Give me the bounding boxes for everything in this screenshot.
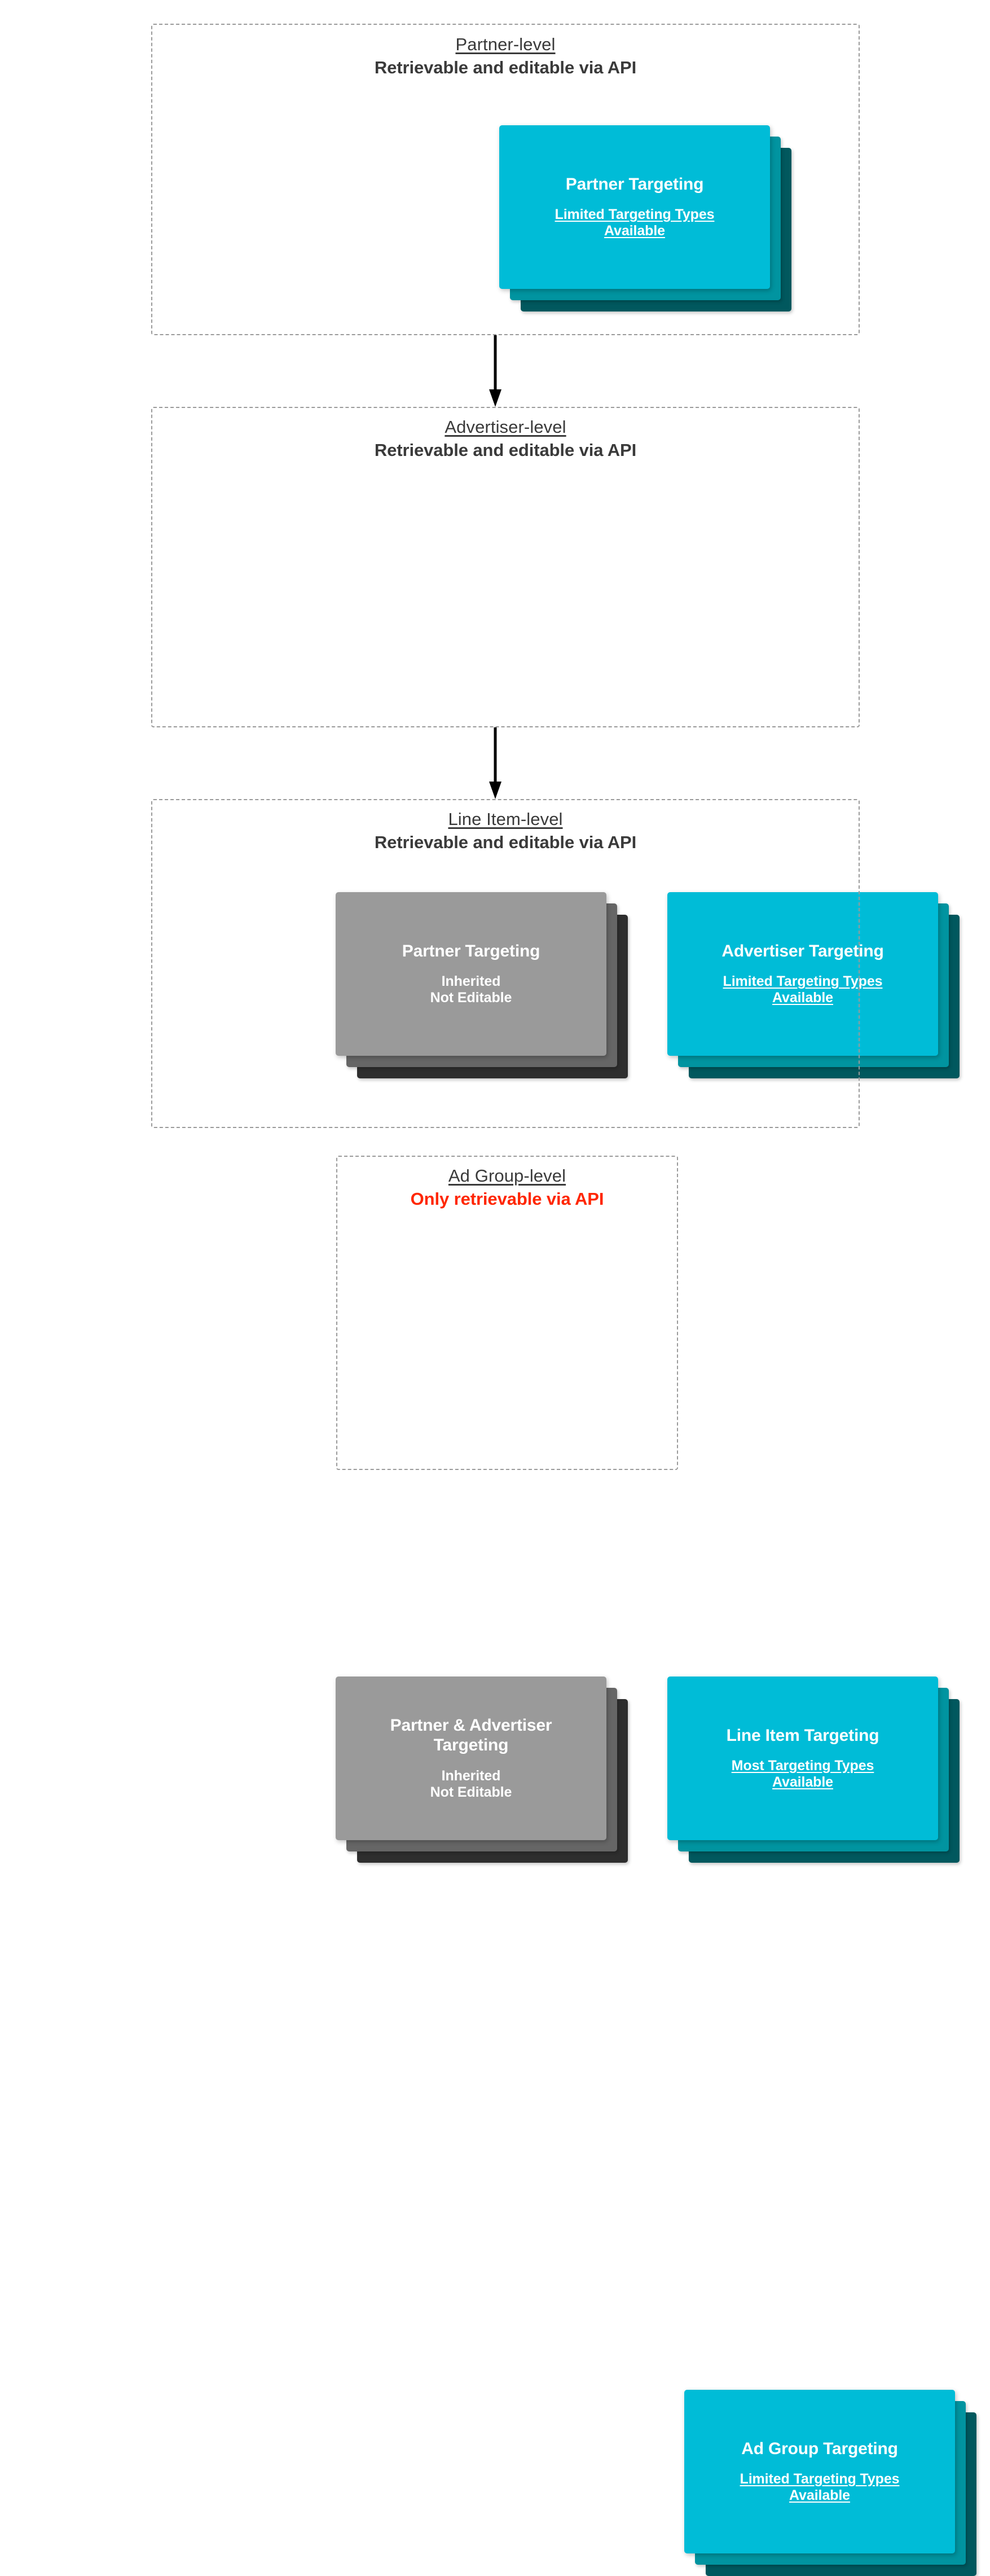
level-heading-ad-group: Ad Group-level Only retrievable via API [337, 1165, 677, 1210]
level-heading-advertiser: Advertiser-level Retrievable and editabl… [152, 416, 859, 461]
card-note-line-1: Limited Targeting Types [740, 2471, 900, 2487]
card-title-advertiser-targeting: Advertiser Targeting [721, 941, 884, 960]
level-subtitle-partner: Retrievable and editable via API [374, 57, 637, 77]
card-note-ad-group-targeting: Limited Targeting Types Available [740, 2471, 900, 2504]
card-note-partner-advertiser-targeting: Inherited Not Editable [430, 1768, 512, 1801]
level-title-ad-group: Ad Group-level [448, 1166, 566, 1186]
card-stack-line-item-targeting[interactable]: Line Item Targeting Most Targeting Types… [667, 1677, 960, 1863]
card-note-line-2: Available [789, 2487, 850, 2504]
card-title-line-1: Partner & Advertiser [390, 1716, 552, 1735]
card-layer-front[interactable]: Partner & Advertiser Targeting Inherited… [336, 1677, 606, 1840]
level-container-ad-group: Ad Group-level Only retrievable via API … [336, 1156, 976, 2576]
card-layer-front[interactable]: Line Item Targeting Most Targeting Types… [667, 1677, 938, 1840]
card-note-line-1: Limited Targeting Types [723, 973, 883, 990]
card-title-partner-targeting-inherited: Partner Targeting [402, 941, 540, 960]
level-container-partner: Partner-level Retrievable and editable v… [151, 24, 860, 335]
level-subtitle-line-item: Retrievable and editable via API [374, 832, 637, 852]
card-stack-ad-group-targeting[interactable]: Ad Group Targeting Limited Targeting Typ… [684, 2390, 976, 2576]
level-title-partner: Partner-level [455, 34, 556, 54]
card-note-line-2: Available [604, 223, 665, 239]
card-note-partner-targeting: Limited Targeting Types Available [555, 207, 715, 239]
card-title-line-2: Targeting [433, 1736, 509, 1754]
card-title-partner-targeting: Partner Targeting [565, 174, 704, 194]
level-heading-partner: Partner-level Retrievable and editable v… [152, 34, 859, 78]
level-heading-line-item: Line Item-level Retrievable and editable… [152, 809, 859, 853]
card-note-line-1: Inherited [441, 1767, 501, 1784]
card-title-partner-advertiser-targeting: Partner & Advertiser Targeting [390, 1716, 552, 1756]
level-subtitle-advertiser: Retrievable and editable via API [374, 440, 637, 460]
level-title-advertiser: Advertiser-level [445, 417, 566, 437]
card-stack-advertiser-targeting[interactable]: Advertiser Targeting Limited Targeting T… [667, 892, 960, 1078]
card-layer-front[interactable]: Partner Targeting Inherited Not Editable [336, 892, 606, 1056]
card-layer-front[interactable]: Partner Targeting Limited Targeting Type… [499, 125, 770, 289]
level-title-line-item: Line Item-level [448, 809, 563, 829]
level-subtitle-ad-group: Only retrievable via API [410, 1188, 604, 1209]
card-note-line-2: Available [772, 1774, 833, 1791]
card-stack-partner-advertiser-targeting-inherited[interactable]: Partner & Advertiser Targeting Inherited… [336, 1677, 628, 1863]
card-title-ad-group-targeting: Ad Group Targeting [741, 2439, 898, 2458]
card-stack-partner-targeting[interactable]: Partner Targeting Limited Targeting Type… [499, 125, 791, 311]
arrow-partner-to-advertiser [489, 335, 501, 407]
level-container-line-item: Line Item-level Retrievable and editable… [151, 799, 960, 1863]
card-note-line-2: Not Editable [430, 990, 512, 1006]
card-note-advertiser-targeting: Limited Targeting Types Available [723, 973, 883, 1006]
card-layer-front[interactable]: Ad Group Targeting Limited Targeting Typ… [684, 2390, 955, 2553]
arrow-advertiser-to-line-item [489, 727, 501, 799]
card-note-partner-targeting-inherited: Inherited Not Editable [430, 973, 512, 1006]
card-title-line-item-targeting: Line Item Targeting [726, 1726, 879, 1745]
card-layer-front[interactable]: Advertiser Targeting Limited Targeting T… [667, 892, 938, 1056]
card-note-line-1: Inherited [441, 973, 501, 990]
card-note-line-2: Not Editable [430, 1784, 512, 1800]
card-stack-partner-targeting-inherited[interactable]: Partner Targeting Inherited Not Editable [336, 892, 628, 1078]
card-note-line-item-targeting: Most Targeting Types Available [732, 1758, 874, 1791]
level-container-advertiser: Advertiser-level Retrievable and editabl… [151, 407, 960, 1078]
card-note-line-1: Most Targeting Types [731, 1758, 874, 1774]
card-note-line-1: Limited Targeting Types [555, 207, 715, 223]
card-note-line-2: Available [772, 990, 833, 1006]
